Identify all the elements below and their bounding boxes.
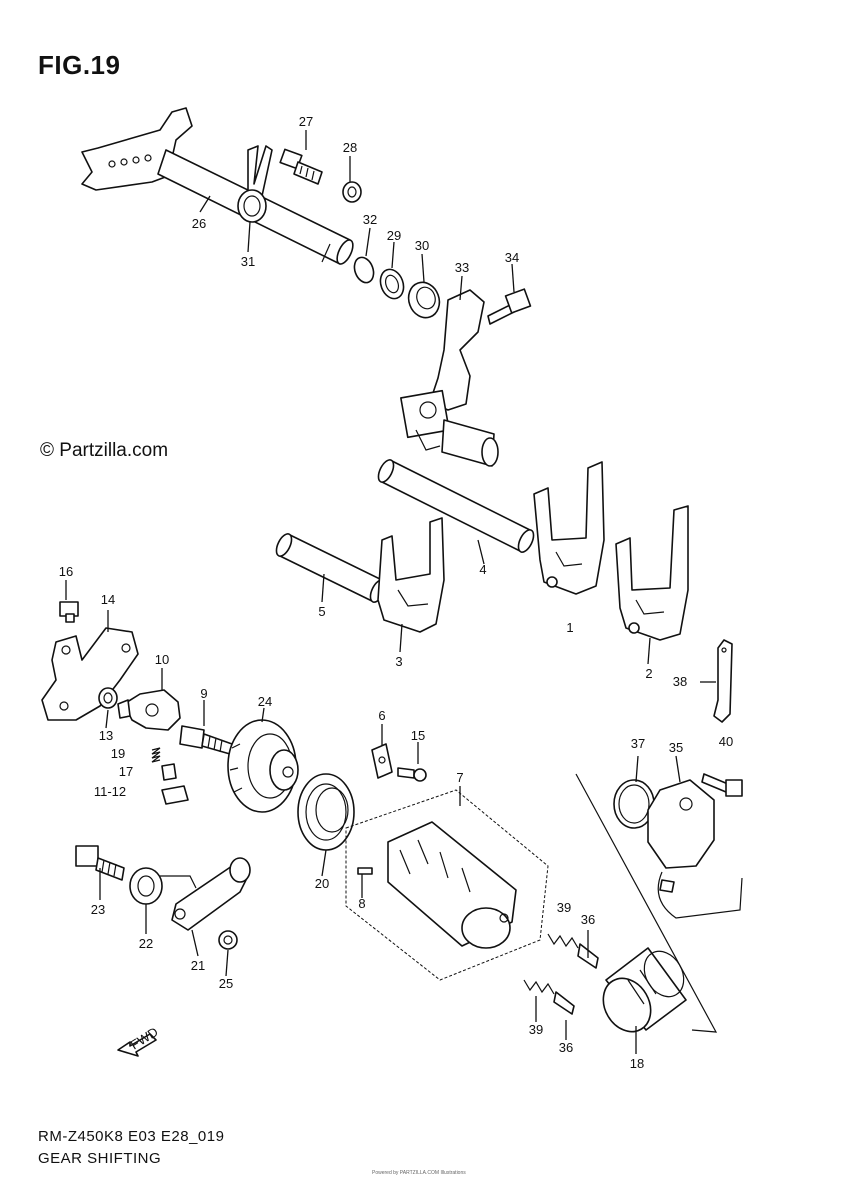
part-29-washer[interactable] <box>377 266 408 302</box>
callout-c5[interactable]: 5 <box>318 604 325 619</box>
part-8-pin[interactable] <box>357 867 373 875</box>
callout-c4[interactable]: 4 <box>479 562 486 577</box>
part-6-bearing-retainer[interactable] <box>371 743 393 779</box>
fig-title: FIG.19 <box>38 50 121 80</box>
part-26-gearshift-shaft[interactable] <box>81 107 356 266</box>
part-9-cam-bolt[interactable] <box>179 725 233 755</box>
copyright-notice: © Partzilla.com <box>40 440 169 461</box>
part-5-fork-shaft[interactable] <box>273 532 388 605</box>
callout-c20[interactable]: 20 <box>315 876 329 891</box>
callout-c32[interactable]: 32 <box>363 212 377 227</box>
part-31-return-spring[interactable] <box>237 145 273 223</box>
callout-c2[interactable]: 2 <box>645 666 652 681</box>
part-23-bolt[interactable] <box>75 845 125 881</box>
model-code: RM-Z450K8 E03 E28_019 <box>38 1128 225 1145</box>
callout-labels: 1234567891011-12131415161718192021222324… <box>59 114 733 1071</box>
part-34-bolt[interactable] <box>487 288 532 325</box>
callout-c29[interactable]: 29 <box>387 228 401 243</box>
part-27-bolt[interactable] <box>279 148 323 185</box>
part-10-cam-guide[interactable] <box>117 689 181 731</box>
callout-c31[interactable]: 31 <box>241 254 255 269</box>
section-name: GEAR SHIFTING <box>38 1150 162 1167</box>
callout-c6[interactable]: 6 <box>378 708 385 723</box>
part-28-washer[interactable] <box>342 181 362 203</box>
part-18-needle-bearing[interactable] <box>594 944 692 1040</box>
part-13-washer[interactable] <box>98 687 118 709</box>
triangle-group-35-37 <box>575 773 718 1033</box>
callout-c38[interactable]: 38 <box>673 674 687 689</box>
part-35-gear-position-switch[interactable] <box>647 779 743 919</box>
part-39-spring-upper[interactable] <box>547 933 579 949</box>
callout-c3[interactable]: 3 <box>395 654 402 669</box>
callout-c9[interactable]: 9 <box>200 686 207 701</box>
part-24-cam-gear[interactable] <box>227 719 299 813</box>
callout-c27[interactable]: 27 <box>299 114 313 129</box>
leader-lines <box>65 130 716 1054</box>
callout-c10[interactable]: 10 <box>155 652 169 667</box>
part-15-screw[interactable] <box>397 767 427 782</box>
callout-c1[interactable]: 1 <box>566 620 573 635</box>
callout-c39b[interactable]: 39 <box>529 1022 543 1037</box>
part-4-fork-shaft[interactable] <box>375 458 536 555</box>
part-30-oil-seal[interactable] <box>404 278 445 322</box>
part-25-washer[interactable] <box>218 930 238 950</box>
callout-c28[interactable]: 28 <box>343 140 357 155</box>
callout-c34[interactable]: 34 <box>505 250 519 265</box>
callout-c11[interactable]: 11-12 <box>94 784 126 799</box>
callout-c13[interactable]: 13 <box>99 728 113 743</box>
callout-c8[interactable]: 8 <box>358 896 365 911</box>
callout-c16[interactable]: 16 <box>59 564 73 579</box>
callout-c23[interactable]: 23 <box>91 902 105 917</box>
part-39-spring-lower[interactable] <box>523 979 555 995</box>
callout-c24[interactable]: 24 <box>258 694 272 709</box>
part-17-pawl[interactable] <box>161 763 177 781</box>
callout-c35[interactable]: 35 <box>669 740 683 755</box>
callout-c36b[interactable]: 36 <box>559 1040 573 1055</box>
part-11-12-plunger[interactable] <box>161 785 189 805</box>
part-21-stopper-arm[interactable] <box>171 857 251 931</box>
fwd-label: FWD <box>128 1024 161 1052</box>
part-20-bearing[interactable] <box>297 773 355 851</box>
callout-c33[interactable]: 33 <box>455 260 469 275</box>
part-3-shift-fork[interactable] <box>377 517 445 633</box>
part-33-gearshift-lever[interactable] <box>400 289 499 467</box>
part-7-gearshift-cam[interactable] <box>345 789 549 981</box>
callout-c26[interactable]: 26 <box>192 216 206 231</box>
part-35-bolt[interactable] <box>701 773 743 797</box>
part-16-bolt[interactable] <box>59 601 79 623</box>
callout-c7[interactable]: 7 <box>456 770 463 785</box>
callout-c25[interactable]: 25 <box>219 976 233 991</box>
part-2-shift-fork[interactable] <box>615 505 689 641</box>
callout-c17[interactable]: 17 <box>119 764 133 779</box>
part-19-spring[interactable] <box>151 747 161 763</box>
callout-c37[interactable]: 37 <box>631 736 645 751</box>
callout-c18[interactable]: 18 <box>630 1056 644 1071</box>
callout-c36a[interactable]: 36 <box>581 912 595 927</box>
part-36-plunger-lower[interactable] <box>553 991 575 1015</box>
callout-c21[interactable]: 21 <box>191 958 205 973</box>
fine-print: Powered by PARTZILLA.COM Illustrations <box>372 1170 466 1176</box>
part-32-circlip[interactable] <box>351 255 377 286</box>
callout-c30[interactable]: 30 <box>415 238 429 253</box>
part-38-clamp[interactable] <box>713 639 733 723</box>
callout-c40[interactable]: 40 <box>719 734 733 749</box>
callout-c22[interactable]: 22 <box>139 936 153 951</box>
callout-c14[interactable]: 14 <box>101 592 115 607</box>
callout-c19[interactable]: 19 <box>111 746 125 761</box>
callout-c39a[interactable]: 39 <box>557 900 571 915</box>
fwd-arrow-icon: FWD <box>117 1024 161 1057</box>
callout-c15[interactable]: 15 <box>411 728 425 743</box>
part-1-shift-fork[interactable] <box>533 461 605 595</box>
